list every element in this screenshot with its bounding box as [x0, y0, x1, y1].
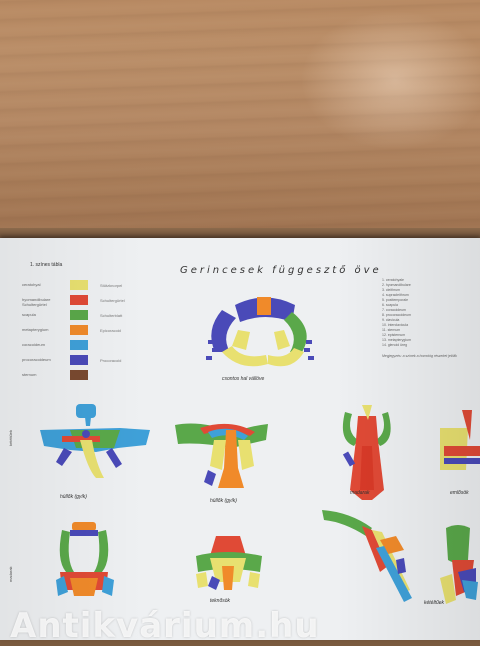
fish-diagram-2: [40, 404, 150, 478]
table-header: 1. színes tábla: [30, 262, 63, 268]
mammal-diagram: [440, 410, 480, 470]
note-line: 1. ceratohyale: [382, 278, 404, 282]
notes-footer: Megjegyzés: a színek a homológ részeket …: [382, 354, 457, 358]
legend-row: procoracoideum Procoracoid: [22, 355, 162, 369]
legend-label: ceratohyal: [22, 282, 41, 287]
legend-row: sternum: [22, 370, 162, 384]
legend-translation: Stützknorpel: [100, 283, 123, 288]
legend-row: ceratohyal Stützknorpel: [22, 280, 162, 294]
note-line: 12. episternum: [382, 333, 406, 337]
fish-girdle-diagram: [206, 297, 314, 367]
legend-row: hyomandibulare Schultergürtel Schultergür…: [22, 295, 162, 309]
note-line: 5. posttemporale: [382, 298, 409, 302]
legend-row: scapula Schulterblatt: [22, 310, 162, 324]
note-line: 13. metapterygium: [382, 338, 411, 342]
lizard-diagram: [175, 423, 268, 488]
legend-row: coracoideum: [22, 340, 162, 354]
caption-lizard: hüllők (gyík): [60, 494, 87, 500]
legend-swatch: [70, 355, 88, 365]
legend-label: scapula: [22, 312, 36, 317]
legend-translation: Procoracoid: [100, 358, 122, 363]
note-line: 4. supracleithrum: [382, 293, 409, 297]
note-line: 11. sternum: [382, 328, 401, 332]
wooden-table: [0, 0, 480, 228]
caption-fish: csontos hal vállöve: [222, 376, 265, 382]
legend-label: coracoideum: [22, 342, 45, 347]
legend-translation: Epicoracoid: [100, 328, 121, 333]
legend-swatch: [70, 370, 88, 380]
light-glare: [300, 10, 480, 150]
bird-wing-diagram: [322, 510, 412, 602]
note-line: 3. cleithrum: [382, 288, 401, 292]
caption-amphibians: kétéltűek: [424, 600, 445, 606]
note-line: 8. procoracoideum: [382, 313, 411, 317]
note-line: 14. glenoid üreg: [382, 343, 408, 347]
legend-swatch: [70, 310, 88, 320]
caption-lizard-2: hüllők (gyík): [210, 498, 237, 504]
caption-turtles: teknősök: [210, 598, 231, 604]
note-line: 6. scapula: [382, 303, 398, 307]
side-label-2: madarak: [8, 566, 13, 582]
legend-swatch: [70, 280, 88, 290]
caption-mammals: emlősök: [450, 490, 469, 496]
legend-label: sternum: [22, 372, 37, 377]
note-line: 9. clavicula: [382, 318, 400, 322]
caption-birds: madarak: [350, 490, 370, 496]
wood-grain: [0, 0, 480, 228]
poster-title: Gerincesek függesztő öve: [180, 265, 382, 276]
amphibian-diagram: [56, 522, 114, 596]
legend-swatch: [70, 325, 88, 335]
mammal2-diagram: [440, 525, 478, 604]
legend-translation: Schulterblatt: [100, 313, 123, 318]
watermark-text: Antikvárium.hu: [10, 606, 320, 646]
legend-translation: Schultergürtel: [100, 298, 125, 303]
legend-swatch: [70, 295, 88, 305]
bird-diagram: [342, 405, 391, 500]
legend-row: metapterygium Epicoracoid: [22, 325, 162, 339]
legend-label: hyomandibulare Schultergürtel: [22, 297, 51, 307]
side-label-1: kétéltűek: [8, 429, 13, 446]
note-line: 10. interclavicula: [382, 323, 409, 327]
legend-swatch: [70, 340, 88, 350]
legend-label: procoracoideum: [22, 357, 51, 362]
note-line: 7. coracoideum: [382, 308, 406, 312]
turtle-diagram: [196, 536, 262, 590]
note-line: 2. hyomandibulare: [382, 283, 411, 287]
legend-label: metapterygium: [22, 327, 49, 332]
